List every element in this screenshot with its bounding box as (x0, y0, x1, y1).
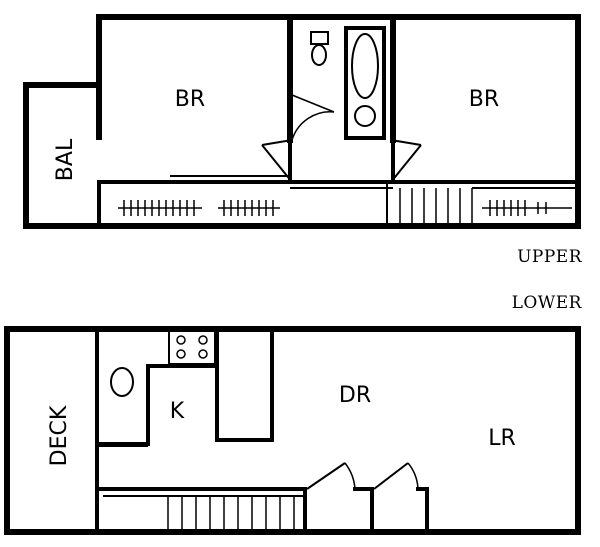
kitchen-pantry (215, 327, 274, 442)
kitchen-counter-left (95, 364, 219, 446)
entry-closet (306, 462, 429, 534)
room-label-dining: DR (339, 383, 371, 408)
closet-rod-left (118, 200, 202, 216)
lower-floor: DECK K DR LR (4, 326, 581, 535)
lower-caption: LOWER (512, 293, 583, 313)
bedroom-door-swings (261, 139, 422, 183)
upper-outer-wall (23, 14, 581, 229)
upper-stairs (399, 188, 473, 226)
closet-rod-middle (218, 200, 280, 216)
upper-caption: UPPER (517, 247, 583, 267)
lower-stairs (95, 487, 307, 534)
stove-icon (168, 330, 216, 365)
room-label-deck: DECK (47, 405, 72, 466)
closet-rod-right (482, 200, 572, 216)
sink-icon (110, 367, 134, 397)
bathtub-icon (344, 26, 386, 140)
room-label-living: LR (488, 426, 516, 451)
room-label-br-right: BR (469, 87, 499, 112)
upper-floor: BR BR BAL (23, 14, 581, 229)
toilet-icon (310, 31, 329, 66)
lower-outer-wall (4, 326, 581, 535)
room-label-balcony: BAL (53, 138, 78, 181)
bath-door-swing (291, 94, 335, 141)
room-label-kitchen: K (170, 399, 185, 424)
room-label-br-left: BR (175, 87, 205, 112)
